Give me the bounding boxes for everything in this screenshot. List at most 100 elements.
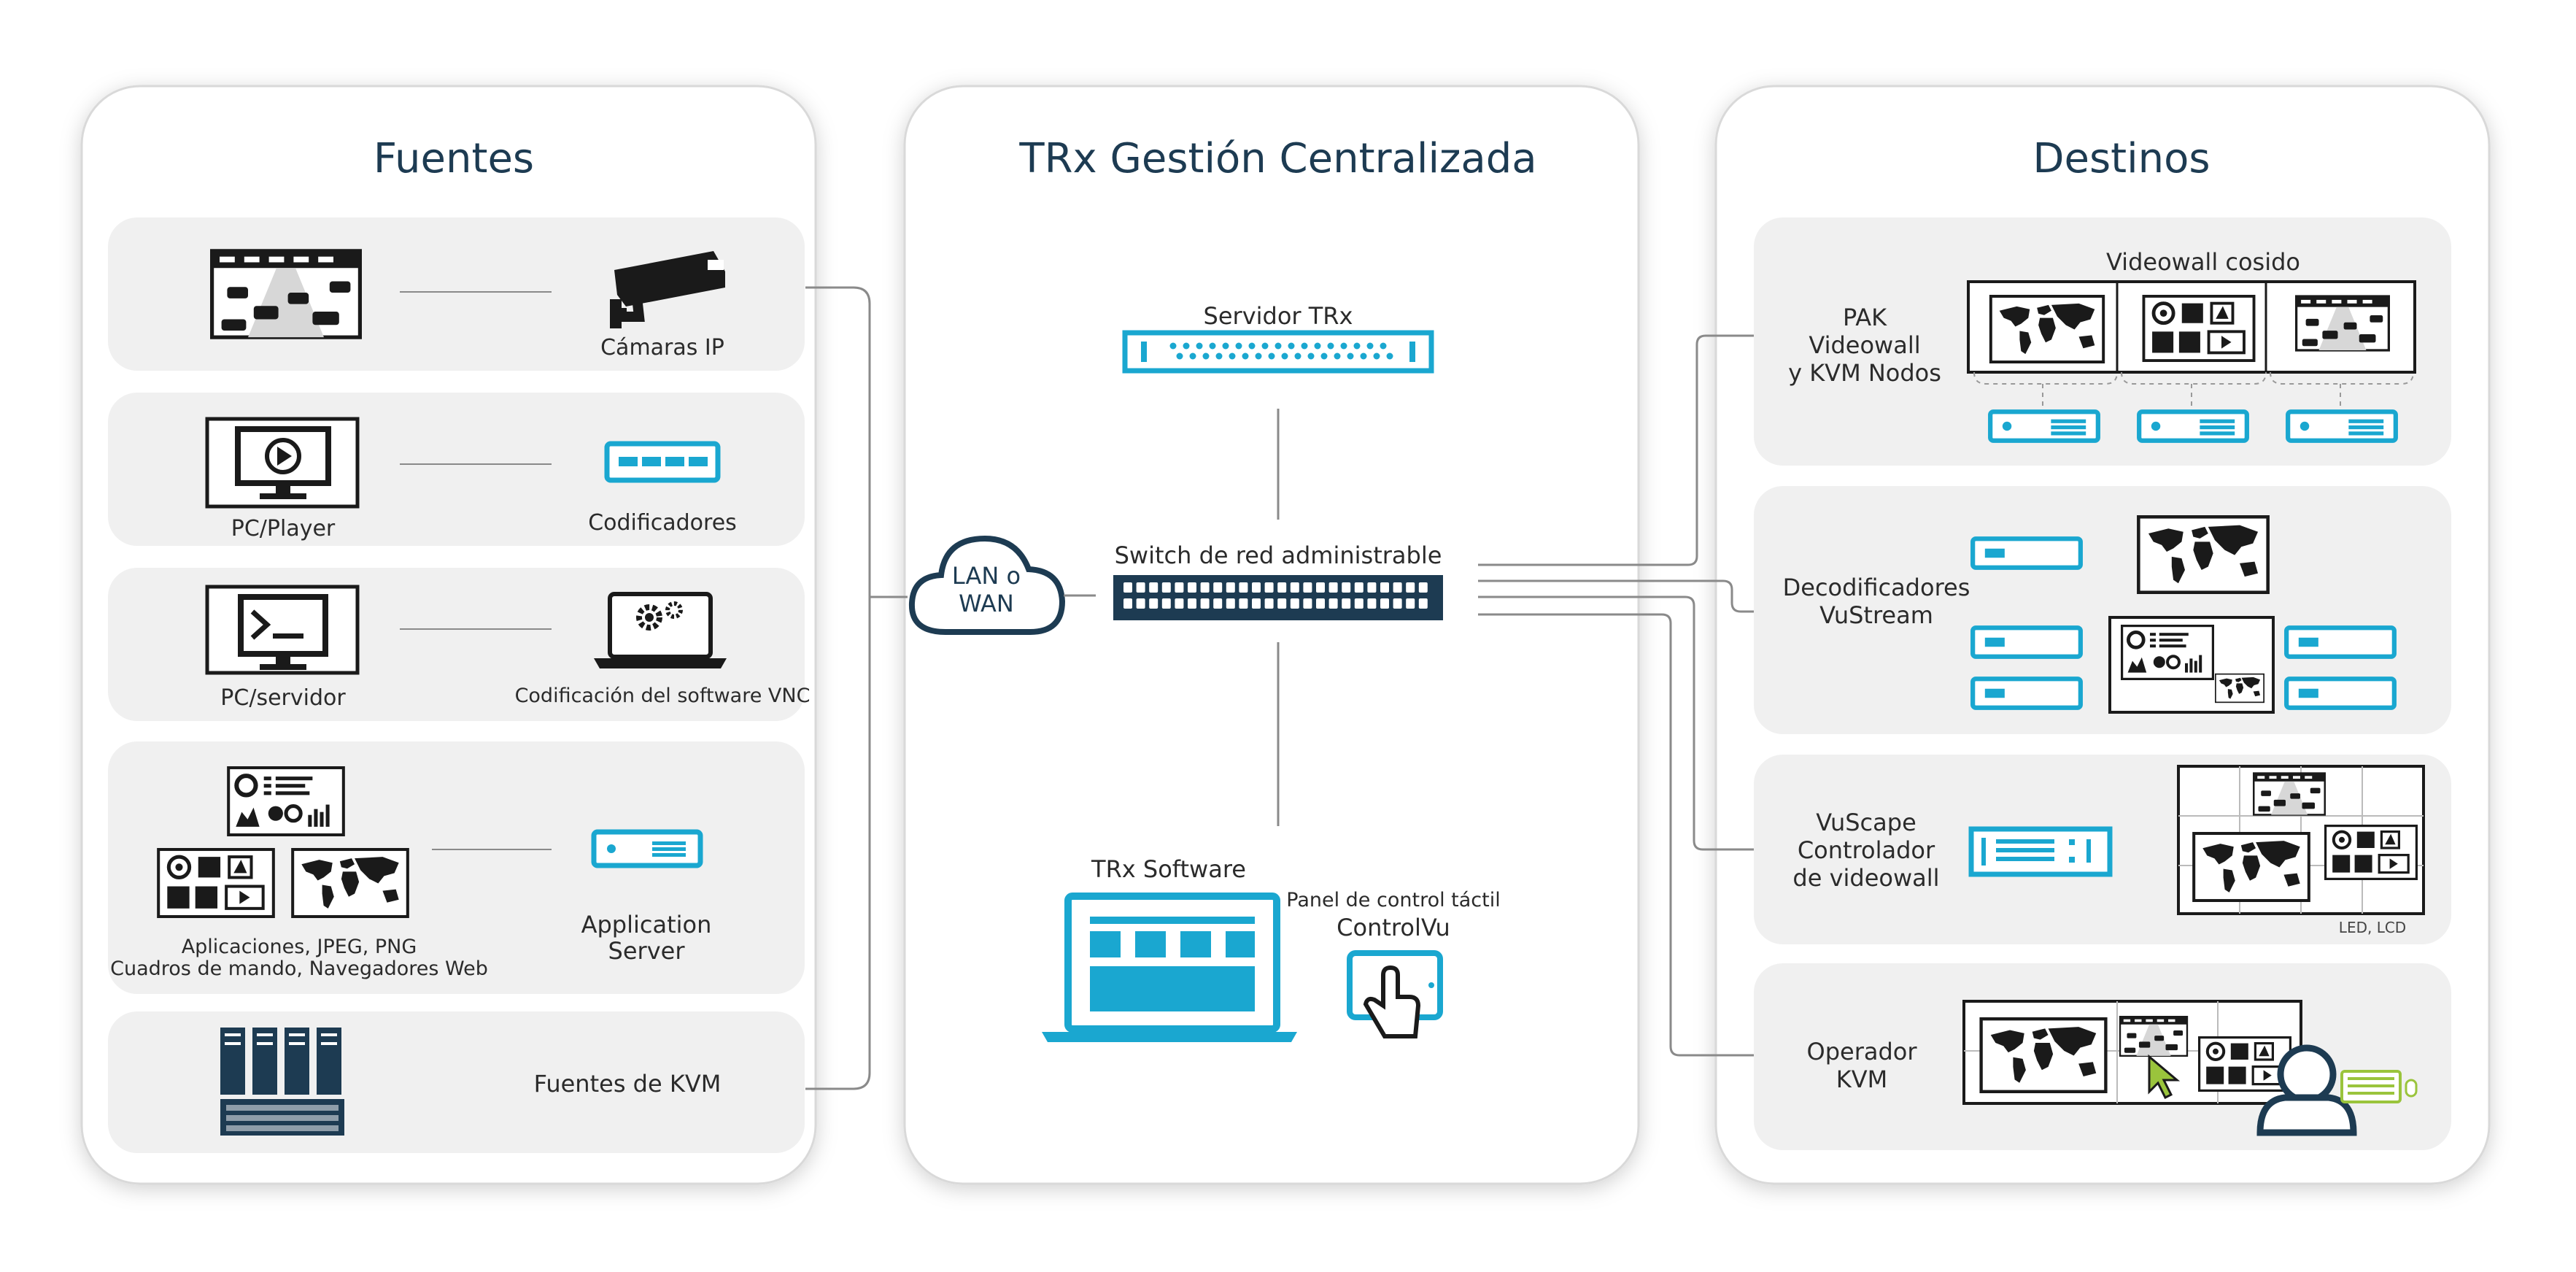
tablet-touch-icon <box>1347 950 1443 1038</box>
switch-port <box>1149 598 1159 609</box>
switch-ports <box>1123 582 1428 609</box>
switch-port <box>1123 582 1132 593</box>
label-apps-line1: Aplicaciones, JPEG, PNG <box>182 936 417 958</box>
label-trx-server: Servidor TRx <box>1204 302 1353 330</box>
world-map-thumbnail <box>1989 295 2105 363</box>
server-led <box>1380 342 1387 350</box>
switch-port <box>1200 598 1210 609</box>
switch-port <box>1226 598 1235 609</box>
network-switch-icon <box>1113 575 1443 620</box>
decoder-icon <box>1973 679 2081 708</box>
label-network-switch: Switch de red administrable <box>1115 541 1442 569</box>
server-led <box>1386 352 1393 360</box>
label-vuscape-line1: VuScape <box>1816 809 1916 836</box>
server-led <box>1288 342 1295 350</box>
switch-port <box>1136 598 1145 609</box>
switch-port <box>1290 582 1299 593</box>
switch-port <box>1316 582 1325 593</box>
traffic-view-thumbnail <box>2253 772 2326 816</box>
switch-port <box>1161 598 1171 609</box>
label-vuscape-line3: de videowall <box>1792 864 1939 892</box>
label-pc-player: PC/Player <box>231 516 336 541</box>
switch-port <box>1290 598 1299 609</box>
server-led <box>1307 352 1315 360</box>
apps-thumbnail <box>158 849 274 917</box>
switch-port <box>1239 582 1248 593</box>
switch-port <box>1239 598 1248 609</box>
label-cameras: Cámaras IP <box>600 335 724 361</box>
keyboard-icon <box>2340 1070 2418 1103</box>
label-pc-server: PC/servidor <box>220 685 346 711</box>
decoder-icon <box>1973 539 2081 568</box>
switch-port <box>1367 598 1377 609</box>
label-decoders-line2: VuStream <box>1819 601 1933 629</box>
server-led <box>1301 342 1308 350</box>
laptop-gear-icon <box>594 592 727 668</box>
switch-port <box>1316 598 1325 609</box>
switch-port <box>1342 582 1351 593</box>
switch-port <box>1277 582 1287 593</box>
terminal-icon <box>205 585 360 675</box>
label-led-lcd: LED, LCD <box>2339 919 2406 936</box>
sources-title: Fuentes <box>374 135 534 182</box>
server-led <box>1169 342 1177 350</box>
application-server-icon <box>591 829 703 868</box>
server-led <box>1176 352 1183 360</box>
dashboard-thumbnail <box>2122 626 2213 679</box>
label-decoders-line1: Decodificadores <box>1783 574 1970 601</box>
switch-port <box>1149 582 1159 593</box>
server-led <box>1261 342 1269 350</box>
server-led <box>1275 342 1282 350</box>
switch-port <box>1226 582 1235 593</box>
switch-port <box>1354 598 1364 609</box>
label-operator-line2: KVM <box>1836 1065 1887 1093</box>
world-map-thumbnail <box>2215 673 2264 704</box>
switch-port <box>1406 598 1415 609</box>
server-led <box>1222 342 1229 350</box>
server-led <box>1353 342 1361 350</box>
server-dots <box>1169 342 1393 360</box>
switch-port <box>1418 598 1428 609</box>
server-led <box>1268 352 1275 360</box>
switch-port <box>1252 598 1261 609</box>
switch-port <box>1393 598 1402 609</box>
switch-port <box>1418 582 1428 593</box>
server-led <box>1320 352 1328 360</box>
server-led <box>1209 342 1216 350</box>
server-led <box>1334 352 1341 360</box>
pak-node-icon <box>2288 412 2396 441</box>
switch-port <box>1213 582 1223 593</box>
cloud-label-line1: LAN o <box>952 562 1021 590</box>
switch-port <box>1354 582 1364 593</box>
switch-port <box>1406 582 1415 593</box>
switch-port <box>1264 598 1274 609</box>
encoder-icon <box>604 441 721 483</box>
label-pak-line2: Videowall <box>1809 331 1920 359</box>
switch-port <box>1303 582 1312 593</box>
server-led <box>1327 342 1334 350</box>
cctv-camera-icon <box>610 251 725 328</box>
switch-port <box>1328 598 1338 609</box>
label-app-server-line2: Server <box>608 937 686 965</box>
server-led <box>1360 352 1367 360</box>
switch-port <box>1161 582 1171 593</box>
mouse-cursor-icon <box>2148 1054 2181 1100</box>
apps-thumbnail <box>2143 296 2254 361</box>
label-trx-software: TRx Software <box>1091 855 1246 883</box>
server-led <box>1183 342 1190 350</box>
pak-node-icon <box>1990 412 2098 441</box>
server-led <box>1347 352 1354 360</box>
switch-port <box>1123 598 1132 609</box>
cloud-label-line2: WAN <box>959 590 1014 617</box>
label-pak-line3: y KVM Nodos <box>1788 359 1941 387</box>
switch-port <box>1188 582 1196 593</box>
label-apps-line2: Cuadros de mando, Navegadores Web <box>110 957 488 980</box>
switch-port <box>1136 582 1145 593</box>
sources-bracket <box>805 286 871 1090</box>
label-stitched-videowall: Videowall cosido <box>2106 248 2300 276</box>
switch-port <box>1380 582 1389 593</box>
label-pak-line1: PAK <box>1843 304 1887 331</box>
apps-thumbnail <box>2200 1038 2291 1091</box>
pak-node-links <box>1973 371 2414 409</box>
